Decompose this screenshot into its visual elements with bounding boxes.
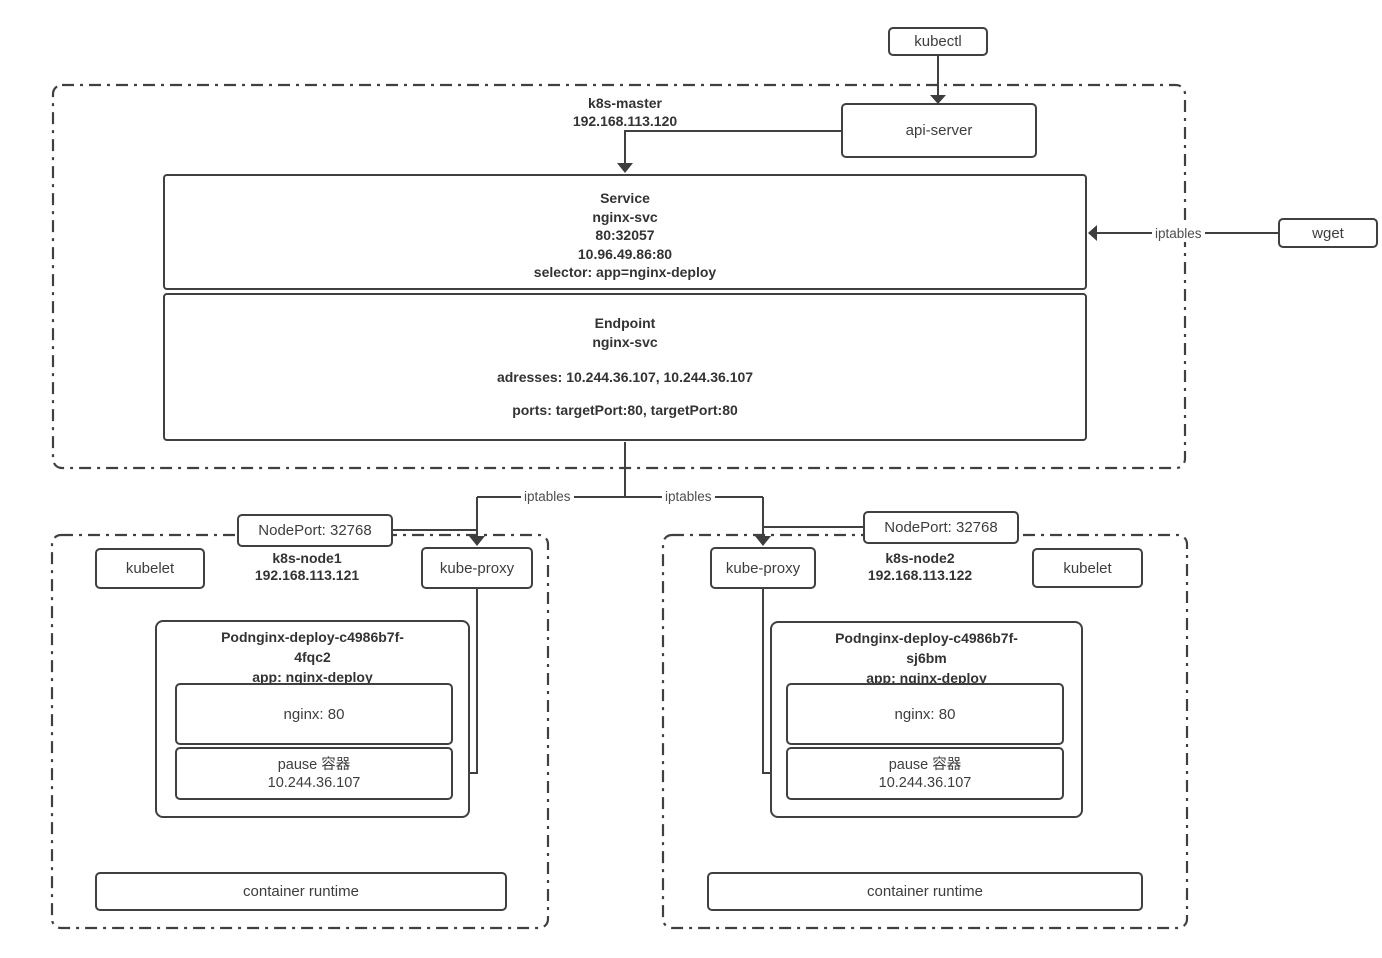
container-runtime-box-node2: container runtime xyxy=(707,872,1143,911)
container-runtime-box-node1: container runtime xyxy=(95,872,507,911)
service-box: Service nginx-svc 80:32057 10.96.49.86:8… xyxy=(163,174,1087,290)
kubelet1-label: kubelet xyxy=(125,560,175,577)
pause1-ip: 10.244.36.107 xyxy=(267,774,361,791)
kube-proxy2-label: kube-proxy xyxy=(725,559,801,577)
pod2-title-line1: Podnginx-deploy-c4986b7f- xyxy=(835,630,1018,646)
kubelet-box-node2: kubelet xyxy=(1032,548,1143,588)
service-selector: selector: app=nginx-deploy xyxy=(533,264,717,280)
nginx2-label: nginx: 80 xyxy=(894,705,956,723)
apiserver-to-service-line xyxy=(624,130,841,164)
iptables-label-wget: iptables xyxy=(1152,225,1205,242)
endpoint-box: Endpoint nginx-svc adresses: 10.244.36.1… xyxy=(163,293,1087,441)
endpoint-title: Endpoint xyxy=(594,315,656,331)
nginx-container-box-node1: nginx: 80 xyxy=(175,683,453,745)
runtime1-label: container runtime xyxy=(243,883,359,900)
branch-right-arrowhead xyxy=(755,536,771,546)
branch-left-arrowhead xyxy=(469,536,485,546)
pause2-label: pause 容器 xyxy=(888,756,962,773)
master-dashed-boundary xyxy=(51,83,1187,470)
kubelet2-label: kubelet xyxy=(1063,559,1112,577)
wget-to-service-arrowhead xyxy=(1088,225,1097,241)
api-server-label: api-server xyxy=(905,122,973,139)
nodeport1-label: NodePort: 32768 xyxy=(258,522,372,539)
pause1-label: pause 容器 xyxy=(277,756,351,773)
master-ip: 192.168.113.120 xyxy=(572,112,678,129)
nginx-container-box-node2: nginx: 80 xyxy=(786,683,1064,745)
wget-label: wget xyxy=(1312,224,1344,242)
api-server-box: api-server xyxy=(841,103,1037,158)
node1-name: k8s-node1 xyxy=(272,550,342,566)
service-cluster-ip: 10.96.49.86:80 xyxy=(577,245,673,262)
node1-ip: 192.168.113.121 xyxy=(254,567,360,583)
master-name: k8s-master xyxy=(588,95,662,111)
kubelet-box-node1: kubelet xyxy=(95,548,205,589)
service-title: Service xyxy=(600,190,650,206)
kube-proxy-box-node1: kube-proxy xyxy=(421,547,533,589)
iptables-label-right: iptables xyxy=(662,488,715,505)
nodeport-box-node2: NodePort: 32768 xyxy=(863,511,1019,544)
kubectl-to-apiserver-arrowhead xyxy=(930,95,946,104)
pause-container-box-node1: pause 容器 10.244.36.107 xyxy=(175,747,453,800)
kubectl-box: kubectl xyxy=(888,27,988,56)
nodeport2-label: NodePort: 32768 xyxy=(884,519,998,536)
node1-label: k8s-node1 192.168.113.121 xyxy=(227,550,387,584)
service-name: nginx-svc xyxy=(592,208,658,225)
wget-box: wget xyxy=(1278,218,1378,248)
kubectl-label: kubectl xyxy=(914,33,962,50)
apiserver-to-service-arrowhead xyxy=(617,163,633,173)
node2-ip: 192.168.113.122 xyxy=(867,567,973,583)
endpoint-branch-line xyxy=(476,442,764,537)
pod1-title-line1: Podnginx-deploy-c4986b7f- xyxy=(221,629,404,645)
pod2-title-line3: app: nginx-deploy xyxy=(866,670,987,686)
node2-label: k8s-node2 192.168.113.122 xyxy=(840,550,1000,584)
endpoint-ports: ports: targetPort:80, targetPort:80 xyxy=(512,402,738,418)
endpoint-name: nginx-svc xyxy=(592,334,658,350)
pause-container-box-node2: pause 容器 10.244.36.107 xyxy=(786,747,1064,800)
iptables-label-left: iptables xyxy=(521,488,574,505)
nodeport-box-node1: NodePort: 32768 xyxy=(237,514,393,547)
kube-proxy1-label: kube-proxy xyxy=(439,559,515,577)
pod1-title-line3: app: nginx-deploy xyxy=(252,669,373,685)
service-port-mapping: 80:32057 xyxy=(595,227,655,243)
pause2-ip: 10.244.36.107 xyxy=(878,774,972,791)
runtime2-label: container runtime xyxy=(867,883,983,900)
endpoint-addresses: adresses: 10.244.36.107, 10.244.36.107 xyxy=(496,369,754,385)
pod1-title-line2: 4fqc2 xyxy=(294,649,331,665)
pod2-title-line2: sj6bm xyxy=(906,650,947,666)
node1-dashed-boundary xyxy=(50,533,550,930)
nginx1-label: nginx: 80 xyxy=(283,705,345,723)
master-label: k8s-master 192.168.113.120 xyxy=(500,95,750,130)
kube-proxy-box-node2: kube-proxy xyxy=(710,547,816,589)
node2-name: k8s-node2 xyxy=(885,550,955,566)
